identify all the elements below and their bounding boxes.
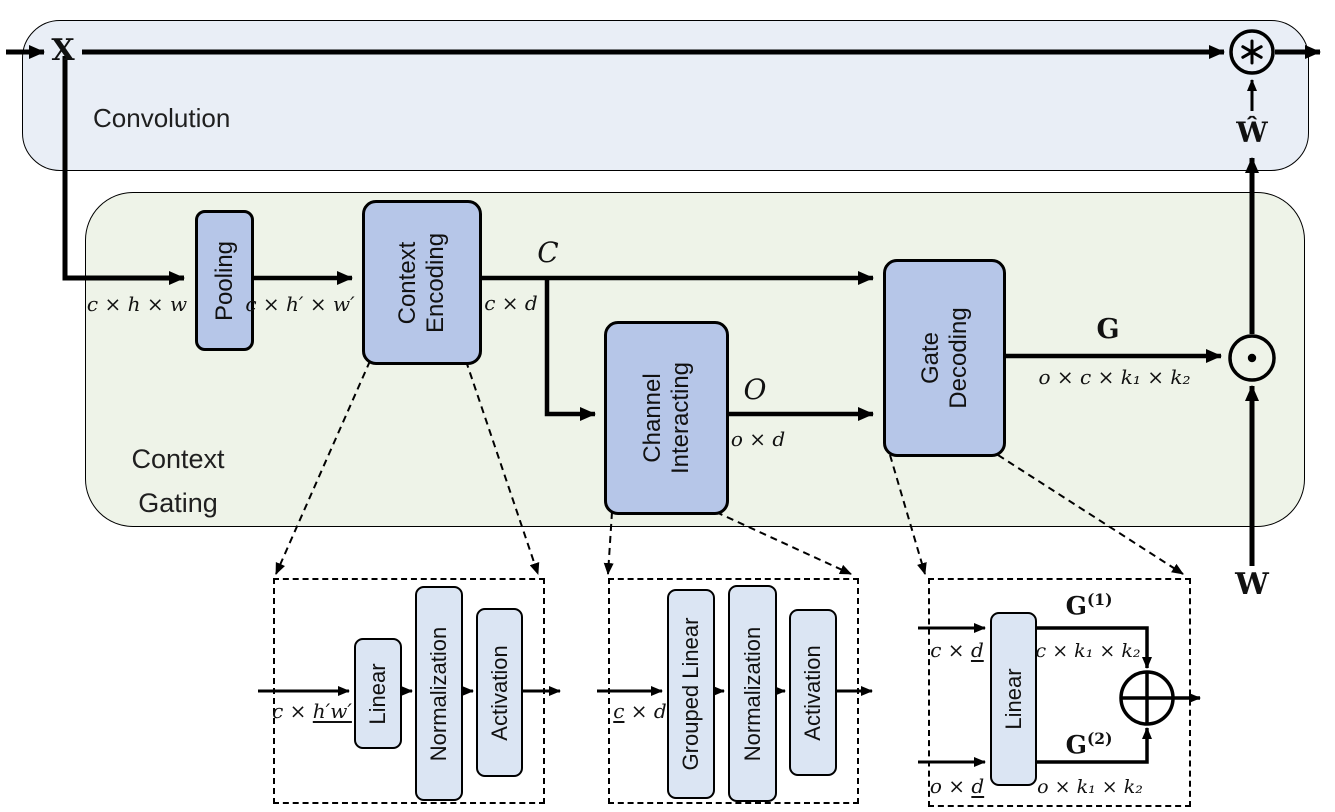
channel-interacting-label: Channel Interacting	[638, 361, 694, 475]
var-o-label: O	[743, 373, 767, 406]
g2-label: G(2)	[1065, 729, 1113, 760]
enc-linear-block: Linear	[354, 638, 402, 749]
g2-dim-label: o × k₁ × k₂	[1037, 776, 1143, 798]
g1-dim-label: c × k₁ × k₂	[1035, 640, 1141, 662]
int-grouped-linear-label: Grouped Linear	[678, 617, 704, 771]
context-gating-title: Context Gating	[131, 444, 225, 518]
input-x-label: X	[51, 33, 75, 68]
gate-decoding-block: Gate Decoding	[883, 259, 1006, 457]
channel-interacting-block: Channel Interacting	[604, 321, 729, 515]
dim-input-label: c × h × w	[86, 292, 188, 316]
int-activation-block: Activation	[789, 609, 837, 776]
dim-pooled-label: c × h′ × w′	[245, 292, 355, 316]
int-activation-label: Activation	[800, 644, 826, 741]
w-hat-label: Ŵ	[1236, 116, 1268, 149]
w-label: W	[1235, 567, 1269, 602]
dim-g-label: o × c × k₁ × k₂	[1038, 365, 1191, 389]
enc-normalization-block: Normalization	[415, 586, 463, 801]
enc-linear-label: Linear	[365, 662, 391, 725]
gate-decoding-label: Gate Decoding	[916, 307, 972, 409]
int-normalization-block: Normalization	[728, 585, 777, 802]
dec-input-bottom-dim: o × d	[929, 774, 985, 798]
pooling-block: Pooling	[195, 210, 254, 351]
decoding-detail-box	[928, 578, 1191, 807]
convolution-container	[22, 20, 1309, 171]
dim-o-label: o × d	[730, 427, 786, 451]
int-normalization-label: Normalization	[739, 626, 765, 761]
g1-label: G(1)	[1065, 590, 1113, 621]
dec-input-top-dim: c × d	[930, 638, 984, 662]
dim-c-label: c × d	[484, 291, 538, 315]
dec-linear-label: Linear	[1000, 668, 1026, 730]
context-encoding-block: Context Encoding	[362, 200, 482, 365]
pooling-label: Pooling	[210, 240, 238, 321]
enc-activation-block: Activation	[476, 608, 523, 777]
enc-input-dim: c × h′w′	[272, 699, 352, 723]
var-g-label: G	[1096, 314, 1120, 345]
context-encoding-label: Context Encoding	[393, 232, 449, 333]
convolution-title: Convolution	[93, 103, 231, 133]
enc-normalization-label: Normalization	[426, 626, 452, 761]
int-grouped-linear-block: Grouped Linear	[667, 589, 715, 799]
dec-linear-block: Linear	[990, 612, 1037, 786]
enc-activation-label: Activation	[486, 644, 512, 741]
var-c-label: C	[537, 236, 559, 269]
int-input-dim: c × d	[613, 699, 667, 723]
